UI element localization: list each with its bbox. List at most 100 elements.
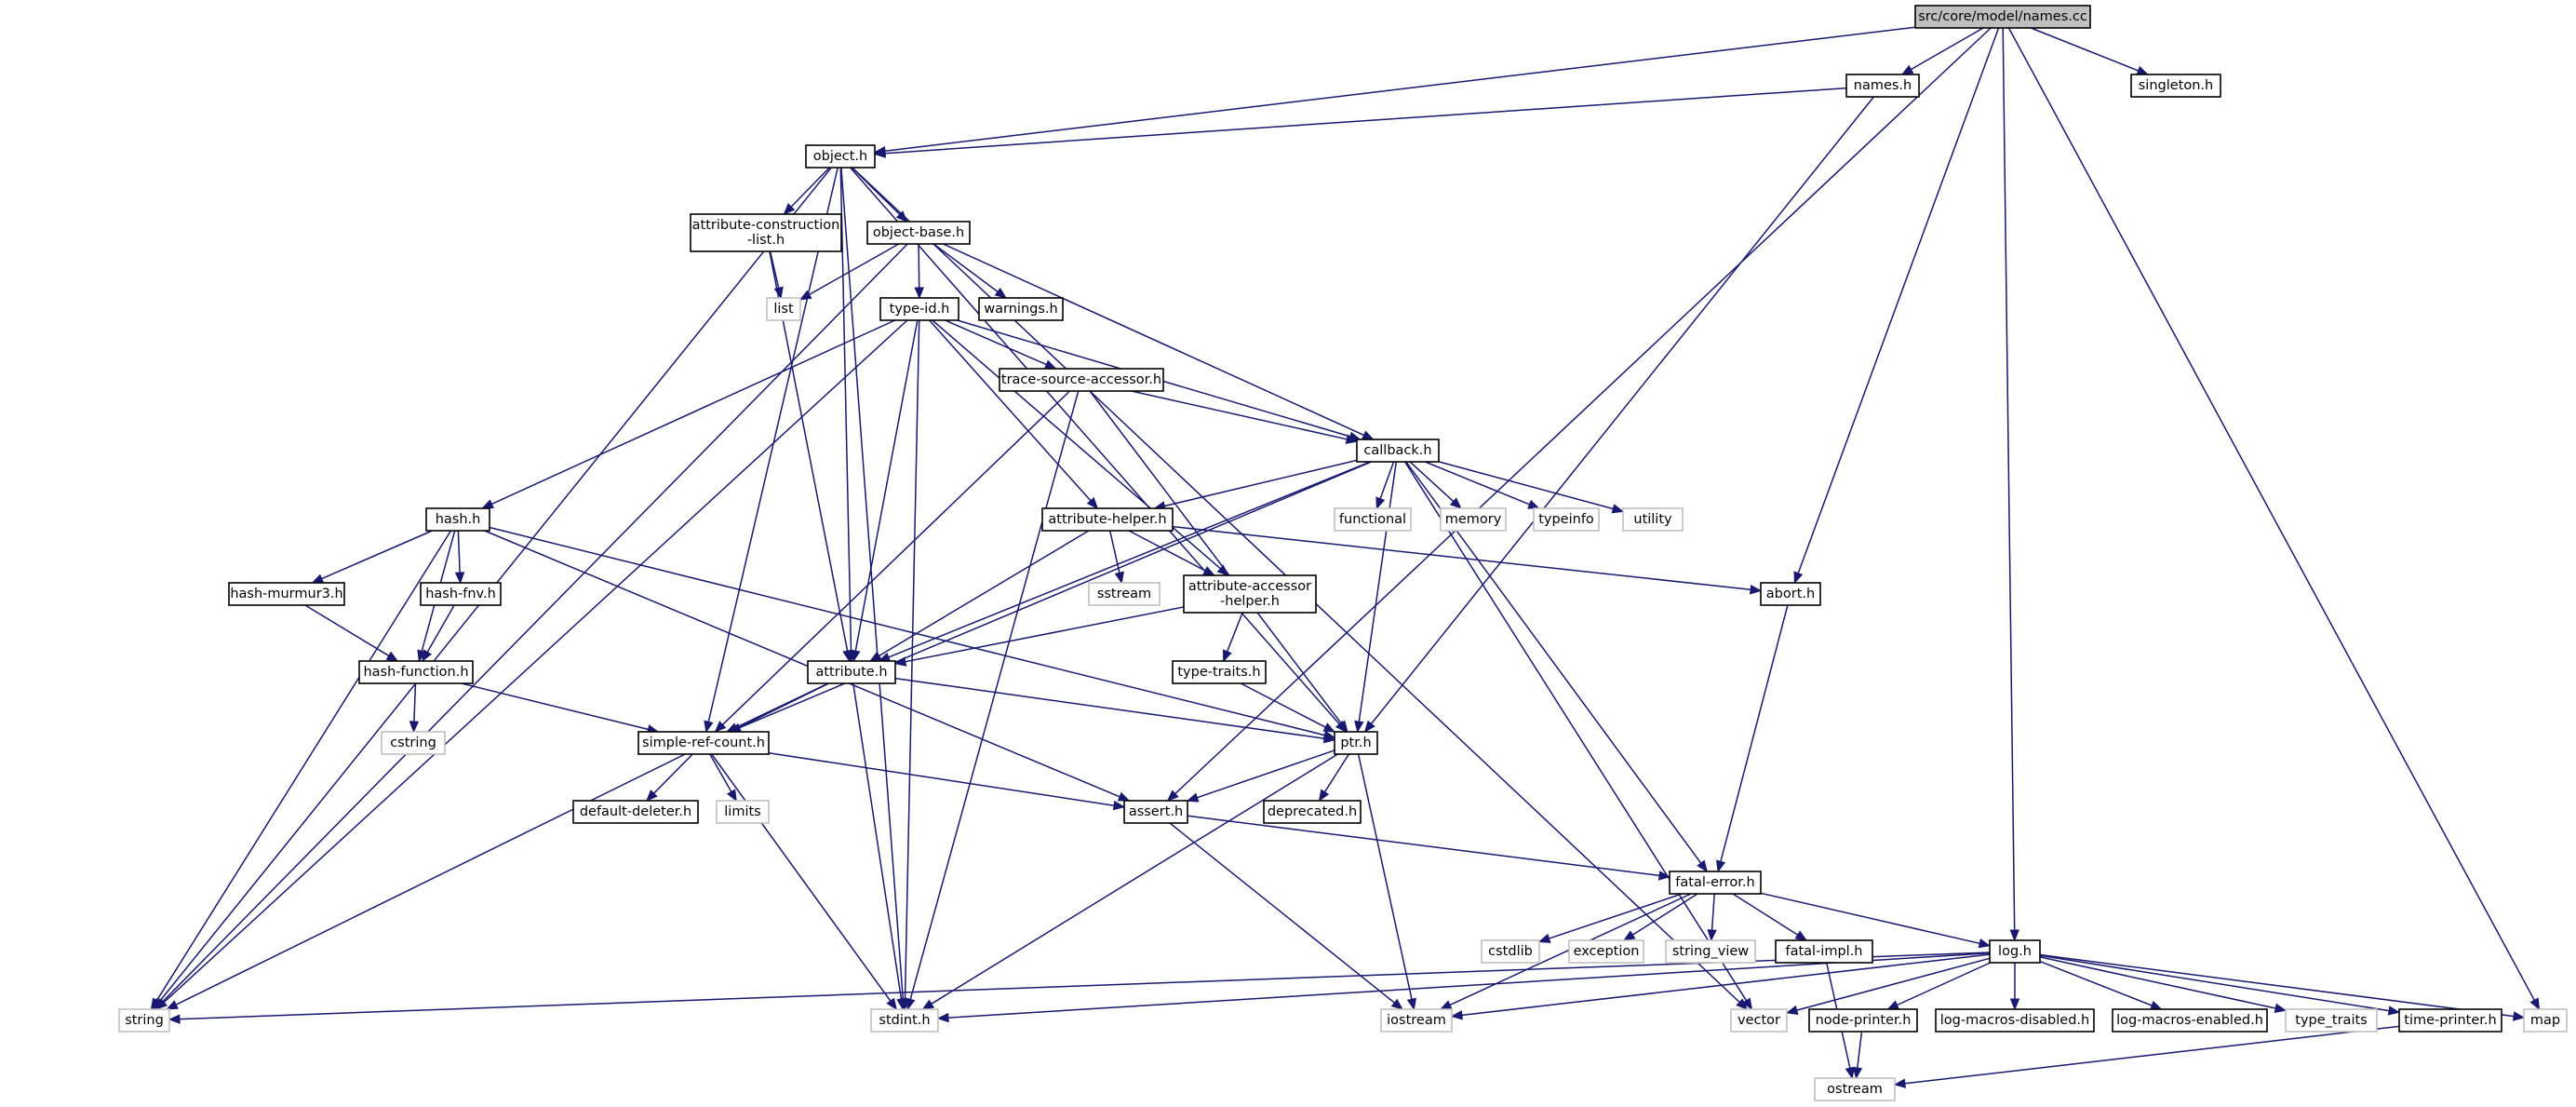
edge-arrowhead (886, 997, 898, 1011)
edge-line (2007, 27, 2535, 1001)
node-label: type_traits (2295, 1013, 2367, 1028)
node-fatal-impl[interactable]: fatal-impl.h (1775, 939, 1873, 964)
edge-names_cc-to-object_h (873, 26, 1916, 156)
edge-arrowhead (1845, 1066, 1855, 1080)
edge-arrowhead (921, 999, 935, 1010)
node-attribute-h[interactable]: attribute.h (807, 660, 896, 684)
node-attr-acc[interactable]: attribute-accessor-helper.h (1183, 574, 1317, 614)
node-label: warnings.h (984, 302, 1057, 317)
edge-line (1438, 461, 1614, 510)
node-hash-func[interactable]: hash-function.h (358, 660, 474, 684)
node-names-cc[interactable]: src/core/model/names.cc (1914, 5, 2091, 29)
edge-names_h-to-ptr_h (1363, 96, 1874, 734)
edge-callback-to-utility (1438, 461, 1625, 514)
node-box (1481, 939, 1540, 964)
edge-object_h-to-stdint (840, 167, 908, 1011)
edge-line (1128, 530, 1206, 572)
edge-callback-to-attr_helper (1153, 459, 1358, 511)
edge-line (179, 952, 1991, 1020)
node-node-printer[interactable]: node-printer.h (1808, 1008, 1918, 1033)
node-box (978, 297, 1064, 321)
edge-arrowhead (868, 651, 882, 662)
node-trace-src[interactable]: trace-source-accessor.h (999, 368, 1164, 392)
edge-fatal_error-to-fatal_impl (1732, 893, 1808, 941)
node-label: type-id.h (890, 302, 950, 317)
edge-line (484, 530, 1120, 798)
edge-arrowhead (2387, 1006, 2401, 1016)
node-box (228, 582, 345, 606)
edge-line (711, 753, 892, 1002)
node-log-h[interactable]: log.h (1989, 939, 2041, 964)
edge-line (1164, 459, 1358, 507)
node-object-h[interactable]: object.h (805, 144, 876, 169)
node-label: exception (1574, 944, 1640, 959)
node-label: cstdlib (1488, 944, 1533, 959)
edge-hash_h-to-string (150, 530, 452, 1011)
edge-hash_h-to-assert_h (484, 530, 1131, 802)
node-default-del[interactable]: default-deleter.h (572, 800, 699, 824)
node-list: list (766, 297, 801, 321)
node-box (2398, 1008, 2502, 1033)
edge-abort_h-to-fatal_error (1716, 604, 1789, 873)
node-deprecated[interactable]: deprecated.h (1263, 800, 1362, 824)
edge-line (1357, 753, 1413, 1000)
node-time-printer[interactable]: time-printer.h (2398, 1008, 2502, 1033)
edge-fatal_error-to-exception (1622, 893, 1698, 941)
node-ptr-h[interactable]: ptr.h (1334, 731, 1378, 755)
edge-line (854, 319, 919, 652)
node-label: src/core/model/names.cc (1918, 9, 2087, 24)
node-box (807, 660, 896, 684)
node-warnings[interactable]: warnings.h (978, 297, 1064, 321)
edge-log_h-to-iostream (1450, 953, 1991, 1020)
edge-line (909, 390, 1080, 1000)
edge-line (721, 390, 1071, 725)
edge-trace_src-to-callback (1131, 390, 1359, 444)
edge-type_id-to-attr_helper (929, 319, 1099, 509)
node-log-en[interactable]: log-macros-enabled.h (2112, 1008, 2268, 1033)
edge-line (852, 682, 903, 1000)
node-attr-constr[interactable]: attribute-construction-list.h (690, 213, 842, 252)
node-hash-murmur[interactable]: hash-murmur3.h (228, 582, 345, 606)
edge-line (1403, 461, 1748, 1002)
edge-arrowhead (1537, 933, 1551, 943)
node-type-traits-h[interactable]: type-traits.h (1172, 660, 1267, 684)
edge-fatal_error-to-string_view (1707, 893, 1717, 942)
edge-line (884, 87, 1847, 155)
edge-object_h-to-attr_constr (783, 167, 830, 215)
edge-fatal_error-to-cstdlib (1537, 893, 1683, 943)
node-label: attribute-helper.h (1048, 512, 1166, 527)
edge-line (931, 753, 1338, 1005)
node-box (1041, 507, 1174, 532)
node-assert-h[interactable]: assert.h (1123, 800, 1188, 824)
edge-arrowhead (166, 1000, 179, 1010)
node-singleton-h[interactable]: singleton.h (2130, 74, 2221, 98)
node-box (766, 297, 801, 321)
node-hash-h[interactable]: hash.h (425, 507, 490, 532)
node-abort-h[interactable]: abort.h (1760, 582, 1821, 606)
edge-hash_h-to-hash_fnv (454, 530, 465, 585)
edge-line (929, 319, 1092, 502)
edge-object_base-to-warnings (932, 243, 1007, 299)
node-attr-helper[interactable]: attribute-helper.h (1041, 507, 1174, 532)
edge-names_cc-to-map (2007, 27, 2541, 1011)
edge-attr_acc-to-attribute_h (893, 606, 1185, 667)
node-type-id[interactable]: type-id.h (879, 297, 959, 321)
node-hash-fnv[interactable]: hash-fnv.h (420, 582, 502, 606)
node-simple-ref[interactable]: simple-ref-count.h (637, 731, 770, 755)
node-box (1568, 939, 1644, 964)
node-fatal-error[interactable]: fatal-error.h (1669, 871, 1762, 895)
edge-ptr_h-to-deprecated (1318, 753, 1350, 803)
node-callback[interactable]: callback.h (1356, 439, 1440, 463)
edge-line (2030, 27, 2139, 72)
edge-line (1227, 612, 1243, 653)
edge-arrowhead (1707, 929, 1717, 942)
node-log-dis[interactable]: log-macros-disabled.h (1935, 1008, 2095, 1033)
edge-names_cc-to-singleton_h (2030, 27, 2150, 75)
node-object-base[interactable]: object-base.h (866, 221, 971, 245)
node-label: singleton.h (2139, 78, 2213, 93)
edge-hash_h-to-hash_murmur (311, 530, 433, 584)
edge-attribute_h-to-ptr_h (894, 677, 1336, 744)
edge-callback-to-vector (1403, 461, 1753, 1011)
node-names-h[interactable]: names.h (1845, 74, 1920, 98)
